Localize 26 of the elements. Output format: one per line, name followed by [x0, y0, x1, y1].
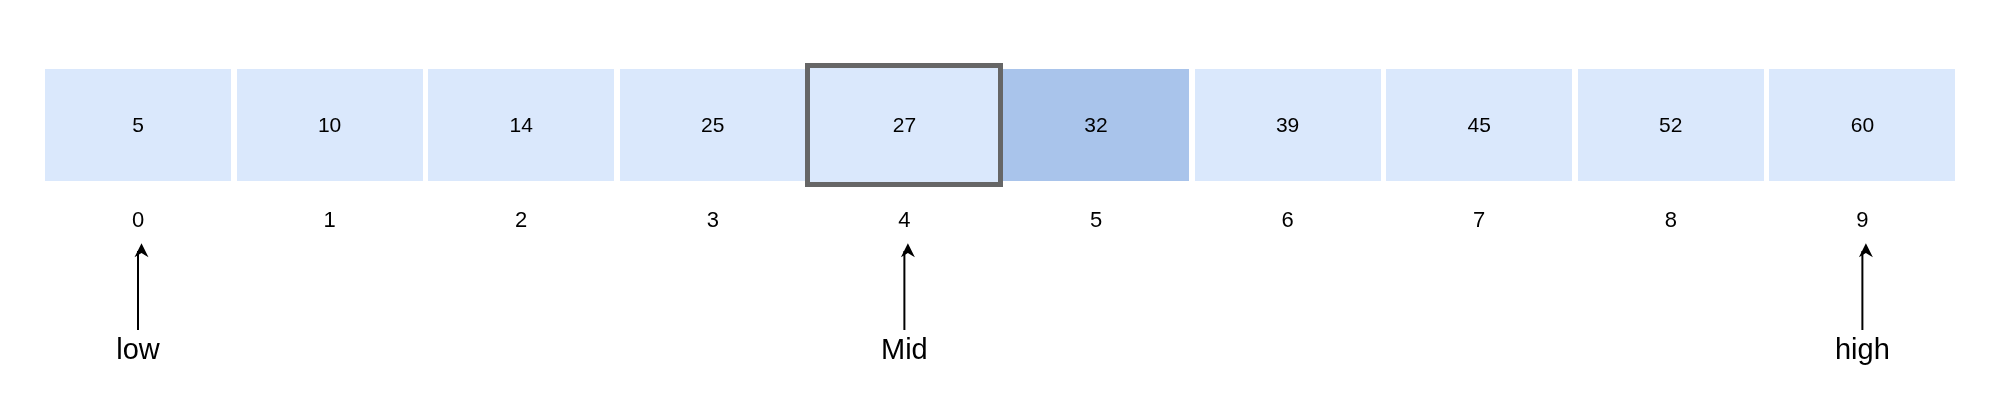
array-cell: 32	[1003, 69, 1189, 181]
array-cell: 10	[236, 69, 423, 181]
array-cell: 45	[1386, 69, 1573, 181]
index-number: 2	[514, 206, 529, 234]
index-number: 8	[1663, 206, 1678, 234]
array-cell: 60	[1769, 69, 1956, 181]
arrow	[134, 243, 149, 331]
array-cell: 39	[1194, 69, 1381, 181]
array-cell: 27	[805, 63, 1004, 187]
array-cell: 5	[45, 69, 231, 181]
arrow	[1858, 243, 1873, 331]
array-cell: 25	[619, 69, 806, 181]
index-number: 0	[118, 205, 158, 235]
arrow	[900, 243, 915, 331]
pointer-label: low	[98, 330, 178, 368]
pointer-label: high	[1822, 330, 1903, 368]
index-number: 4	[884, 205, 925, 235]
index-number: 6	[1280, 206, 1295, 234]
index-number: 7	[1472, 206, 1487, 234]
array-cell: 14	[428, 69, 615, 181]
pointer-label: Mid	[864, 330, 945, 368]
array-cell: 52	[1577, 69, 1764, 181]
index-number: 9	[1842, 205, 1883, 235]
index-number: 1	[322, 206, 337, 234]
index-number: 5	[1088, 206, 1104, 234]
index-number: 3	[705, 206, 720, 234]
